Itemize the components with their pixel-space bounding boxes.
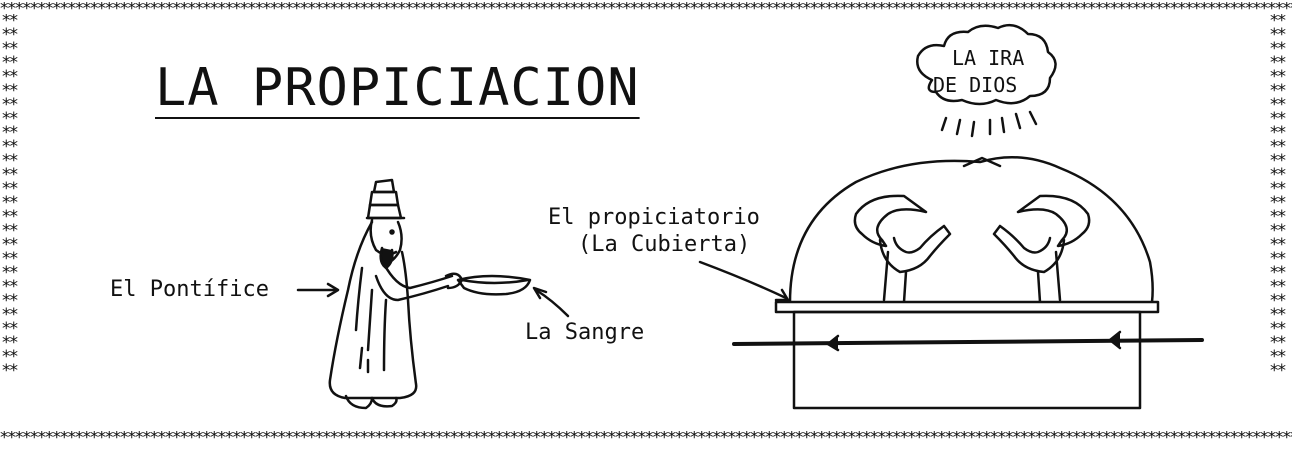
high-priest-figure bbox=[328, 178, 464, 410]
label-propiciatorio: El propiciatorio bbox=[548, 205, 760, 230]
label-dios: DE DIOS bbox=[933, 73, 1018, 97]
label-cubierta: (La Cubierta) bbox=[578, 232, 751, 257]
label-pontifice: El Pontífice bbox=[110, 277, 269, 302]
cloud-rays bbox=[940, 110, 1038, 138]
page-title: LA PROPICIACION bbox=[155, 58, 640, 118]
star-border-right: ****************************************… bbox=[1270, 14, 1286, 381]
wrath-cloud bbox=[916, 23, 1057, 106]
star-border-bottom: ****************************************… bbox=[0, 431, 1292, 448]
ark-of-covenant bbox=[732, 155, 1204, 410]
star-border-left: ****************************************… bbox=[2, 14, 18, 381]
label-sangre: La Sangre bbox=[525, 320, 645, 345]
blood-bowl bbox=[456, 274, 532, 296]
propiciatorio-arrow bbox=[698, 260, 788, 300]
sangre-arrow bbox=[534, 288, 570, 318]
label-ira: LA IRA bbox=[952, 46, 1025, 70]
star-border-top: ****************************************… bbox=[0, 2, 1292, 19]
